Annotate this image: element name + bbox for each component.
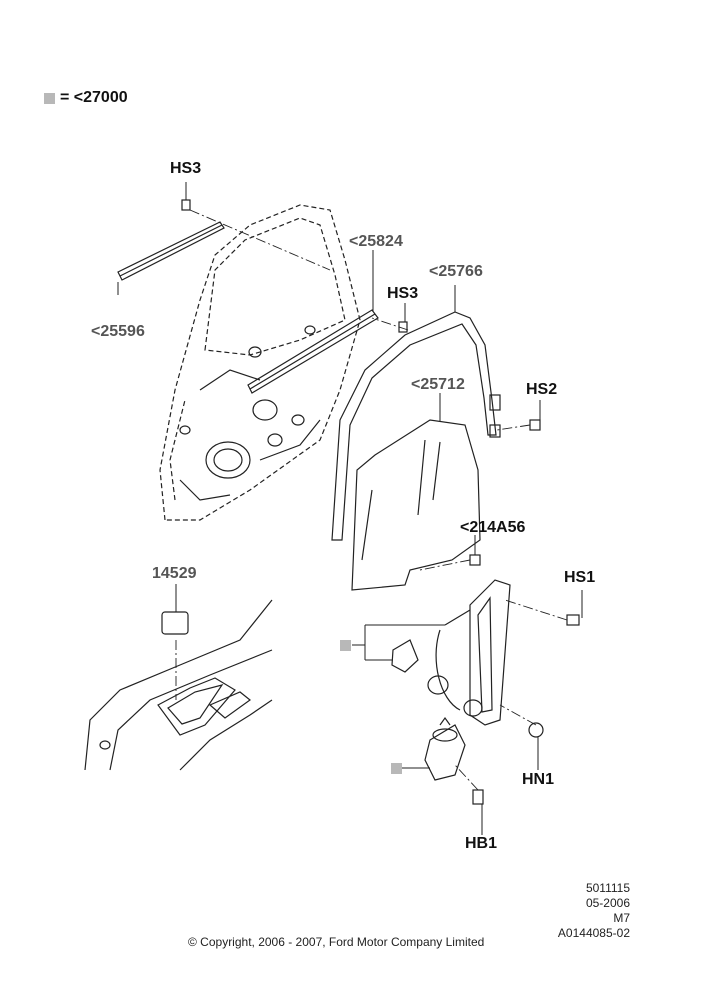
label-hs3-top: HS3 xyxy=(170,160,202,177)
service-square-motor xyxy=(391,763,402,774)
meta-date: 05-2006 xyxy=(585,896,630,910)
legend: = <27000 xyxy=(44,89,128,107)
weatherstrip-25824 xyxy=(247,309,379,394)
copyright-notice: © Copyright, 2006 - 2007, Ford Motor Com… xyxy=(188,935,485,949)
label-14529: 14529 xyxy=(152,565,197,582)
label-hs2: HS2 xyxy=(526,381,558,398)
door-frame xyxy=(159,204,361,521)
label-25712: <25712 xyxy=(411,376,465,393)
legend-text: = <27000 xyxy=(60,89,128,106)
run-channel-25766 xyxy=(331,311,501,541)
label-214a56: <214A56 xyxy=(460,519,526,536)
meta-ref: 5011115 xyxy=(585,881,630,895)
label-25824: <25824 xyxy=(349,233,403,250)
door-trim-panel xyxy=(84,599,273,771)
label-25596: <25596 xyxy=(91,323,145,340)
fasteners xyxy=(181,199,580,805)
label-25766: <25766 xyxy=(429,263,483,280)
regulator-assembly xyxy=(391,579,511,726)
label-hs3-mid: HS3 xyxy=(387,285,419,302)
label-hb1: HB1 xyxy=(465,835,498,852)
weatherstrip-25596 xyxy=(117,221,225,281)
meta-code: M7 xyxy=(613,911,630,925)
service-square-regulator xyxy=(340,640,351,651)
leader-lines xyxy=(117,182,583,835)
label-hn1: HN1 xyxy=(522,771,555,788)
label-hs1: HS1 xyxy=(564,569,596,586)
alignment-lines xyxy=(175,209,568,791)
regulator-motor xyxy=(424,716,466,781)
door-inner-panel xyxy=(179,325,321,501)
meta-illustration: A0144085-02 xyxy=(557,926,630,940)
illustration-meta: 5011115 05-2006 M7 A0144085-02 xyxy=(558,881,630,941)
legend-square xyxy=(44,92,55,104)
glass-25712 xyxy=(351,419,481,591)
